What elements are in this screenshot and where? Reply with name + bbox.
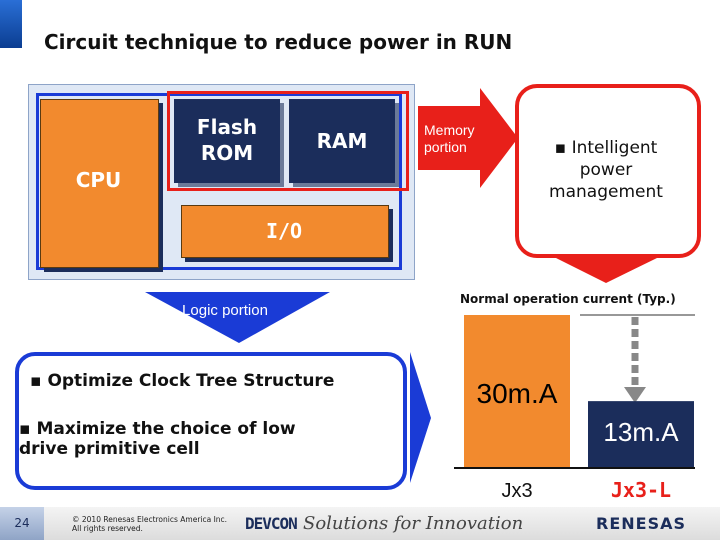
logic-item-clock-tree: ▪ Optimize Clock Tree Structure [30, 371, 335, 391]
cpu-label: CPU [75, 168, 122, 192]
logic-right-arrow [410, 352, 431, 483]
flash-rom-block [174, 99, 280, 183]
footer-bar [0, 507, 720, 540]
page-number-box [0, 507, 44, 540]
bar-jx3 [464, 315, 570, 467]
ram-label: RAM [316, 129, 368, 153]
data-label-jx3-l: 13m.A [603, 417, 679, 447]
data-label-jx3: 30m.A [477, 378, 558, 409]
logic-callout-box [15, 352, 407, 490]
memory-arrow-label: Memory portion [424, 122, 475, 155]
sidebar-accent [0, 0, 22, 48]
bar-jx3-l [588, 401, 694, 467]
devcon-logo: DEVCON [245, 514, 298, 533]
logic-arrow-label: Logic portion [182, 302, 268, 319]
memory-arrow [418, 88, 518, 188]
category-label-jx3-l: Jx3-L [611, 478, 671, 502]
memory-callout-text: ▪ Intelligent power management [549, 138, 663, 202]
io-block [181, 205, 389, 258]
memory-callout-box [515, 84, 701, 258]
logic-arrow [145, 292, 330, 343]
ram-block [289, 99, 395, 183]
logic-outline [36, 93, 402, 270]
io-label: I/O [265, 219, 303, 243]
page-number: 24 [14, 516, 30, 530]
slide-title: Circuit technique to reduce power in RUN [44, 30, 513, 54]
renesas-logo: RENESAS [596, 514, 686, 533]
current-chart: 30m.A Jx3 13m.A Jx3-L [454, 314, 695, 502]
flash-rom-label: Flash ROM [196, 115, 258, 165]
memory-down-arrow [556, 258, 657, 283]
reduction-arrow-head [624, 387, 646, 403]
logic-item-drive-cell: ▪ Maximize the choice of low drive primi… [19, 419, 296, 459]
cpu-block [40, 99, 159, 268]
category-label-jx3: Jx3 [501, 480, 532, 502]
tagline: Solutions for Innovation [303, 513, 524, 534]
chart-title: Normal operation current (Typ.) [460, 292, 676, 306]
memory-outline [167, 91, 409, 191]
copyright: © 2010 Renesas Electronics America Inc. … [72, 515, 228, 533]
